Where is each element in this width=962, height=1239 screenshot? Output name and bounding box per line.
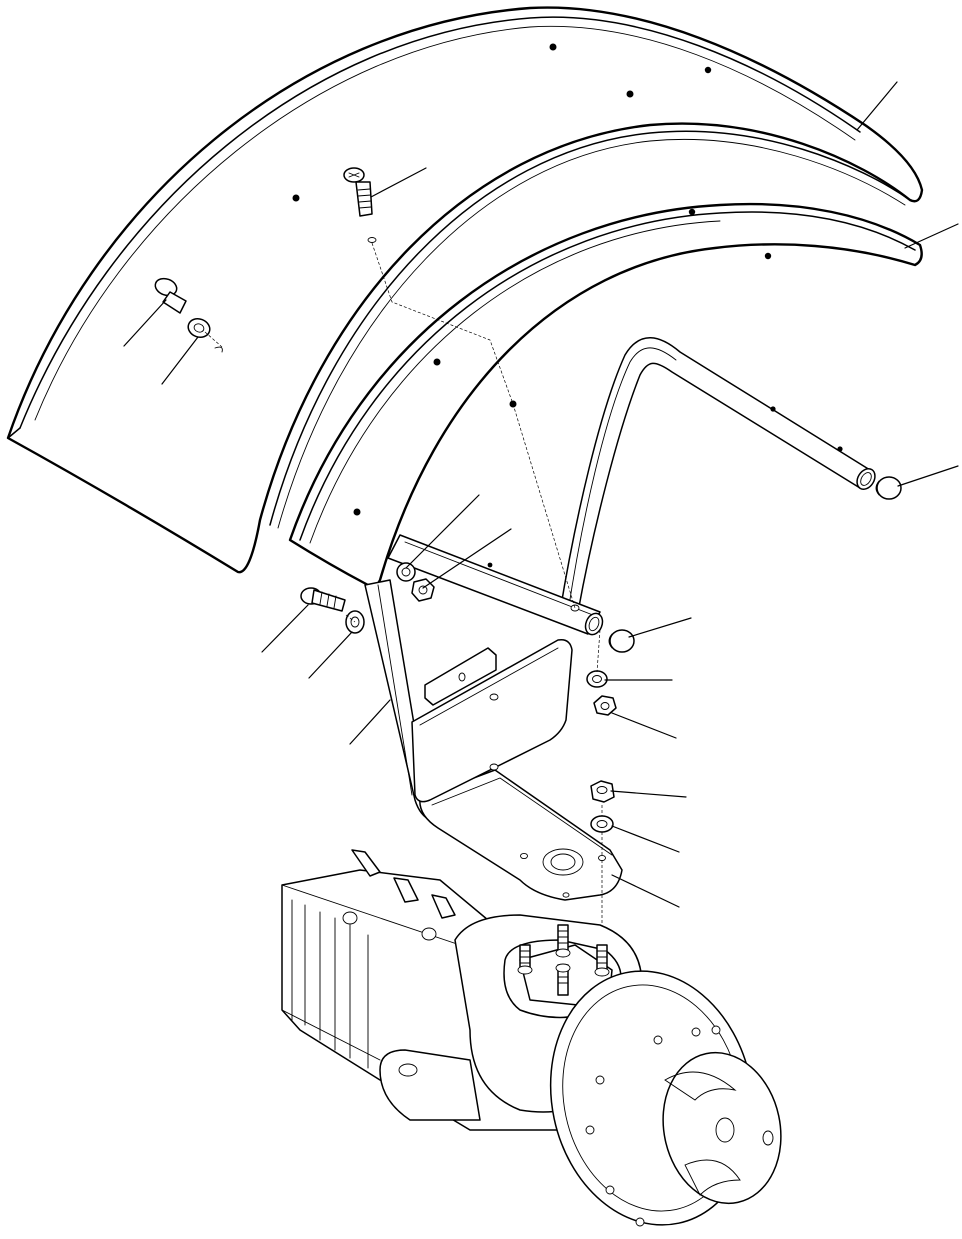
nut — [590, 780, 615, 803]
leader-line — [611, 825, 680, 853]
lock-washer — [586, 670, 608, 688]
side-bolt — [154, 277, 187, 314]
end-cap — [875, 476, 902, 500]
mounting-hole — [367, 237, 377, 243]
leader-line — [405, 494, 480, 569]
lock-washer — [396, 562, 416, 582]
leader-line — [628, 617, 692, 638]
leader-line — [422, 528, 512, 589]
mounting-hole — [704, 66, 712, 74]
wide-washer — [590, 815, 614, 833]
mounting-hole — [353, 508, 361, 516]
leader-line — [904, 223, 959, 249]
mounting-plate — [411, 638, 573, 803]
nut — [593, 695, 617, 716]
mounting-hole — [433, 358, 441, 366]
leader-line — [349, 699, 391, 745]
mounting-hole — [688, 208, 696, 216]
wheel-hub — [549, 970, 782, 1227]
mounting-hole — [570, 604, 580, 612]
end-cap — [608, 629, 635, 653]
leader-line — [610, 790, 687, 798]
mounting-hole — [489, 693, 499, 701]
mount-tube-bracket — [364, 337, 876, 901]
leader-lines — [123, 81, 959, 908]
mounting-hole — [626, 90, 634, 98]
leader-line — [308, 631, 353, 679]
mounting-hole — [520, 852, 528, 860]
leader-line — [123, 299, 167, 347]
leader-line — [897, 465, 959, 487]
leader-line — [856, 81, 898, 131]
stud — [594, 944, 610, 977]
lock-washer — [187, 317, 211, 339]
leader-line — [611, 712, 677, 739]
leader-line — [161, 336, 199, 385]
mounting-hole — [549, 43, 557, 51]
mounting-hole — [598, 854, 606, 862]
mounting-hole — [489, 763, 499, 771]
leader-line — [370, 167, 427, 198]
stud — [555, 963, 571, 996]
leader-line — [611, 874, 680, 908]
mounting-hole — [292, 194, 300, 202]
upper-plate-bolt — [343, 167, 373, 217]
side-bolt — [300, 587, 346, 612]
outer-fender-panel — [6, 6, 924, 574]
leader-line — [261, 604, 309, 653]
stud — [517, 944, 533, 975]
mounting-hole — [764, 252, 772, 260]
stud — [555, 924, 571, 958]
